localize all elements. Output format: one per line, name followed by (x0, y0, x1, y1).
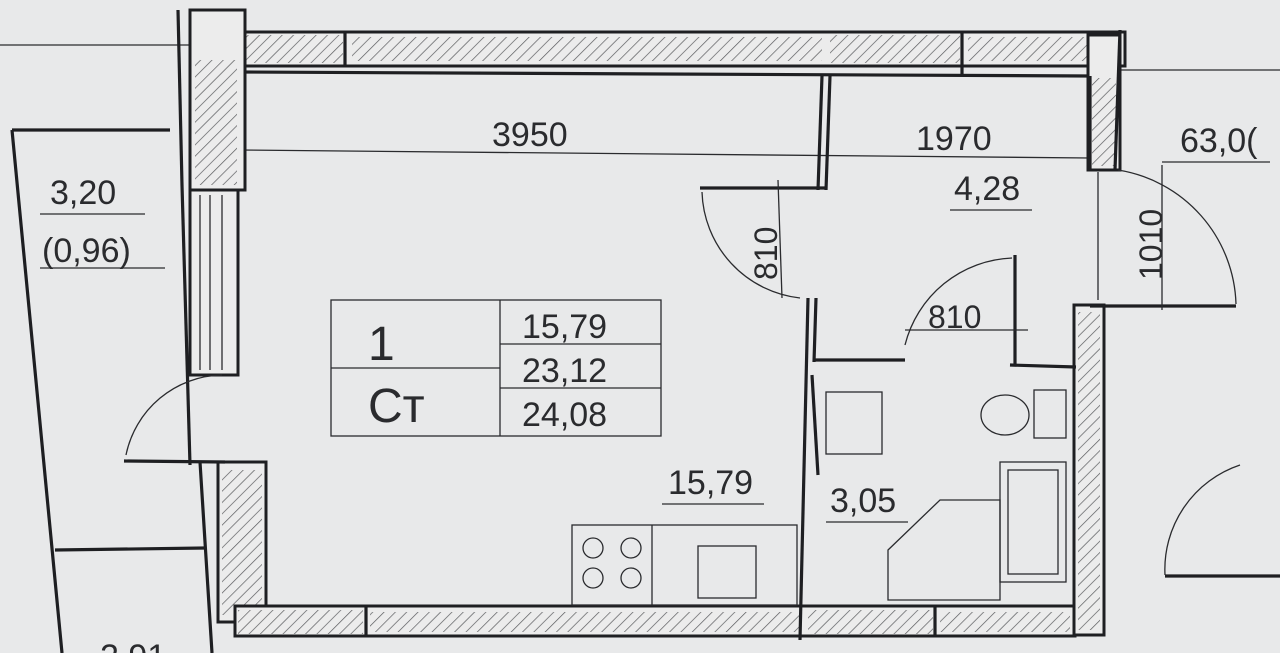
room-area: 15,79 (668, 464, 753, 502)
dimension-door-entrance: 1010 (1133, 209, 1169, 280)
bottom-cut-area: 2,91 (100, 638, 166, 653)
legend-total-with-balcony: 24,08 (522, 396, 607, 434)
kitchen-counter (571, 524, 798, 606)
right-wall (1072, 29, 1237, 637)
legend-type: Ст (368, 380, 425, 433)
bathroom-fixtures (825, 389, 1067, 601)
dimension-door-main: 810 (748, 227, 784, 280)
dimension-door-bath: 810 (928, 299, 981, 335)
bathroom-area: 3,05 (830, 482, 896, 520)
hall-partition (700, 75, 832, 299)
hall-area: 4,28 (954, 170, 1020, 208)
neighbor-area: 63,0( (1180, 122, 1258, 160)
balcony: 3,20 (0,96) (10, 128, 206, 653)
extension-lines (0, 44, 1280, 159)
bottom-wall (233, 604, 1077, 638)
dimension-hall-width: 1970 (916, 120, 992, 158)
neighbor-door-arc (1164, 464, 1241, 576)
balcony-reduced-area: (0,96) (42, 232, 131, 270)
legend-table: 1 Ст 15,79 23,12 24,08 (330, 299, 662, 437)
top-wall (188, 30, 1127, 78)
legend-rooms: 1 (368, 318, 395, 371)
left-lower-wall (123, 374, 268, 653)
bathroom-walls (798, 255, 1077, 641)
left-wall (176, 8, 247, 466)
dimension-main-width: 3950 (492, 116, 568, 154)
legend-total-area: 23,12 (522, 352, 607, 390)
balcony-area: 3,20 (50, 174, 116, 212)
legend-living-area: 15,79 (522, 308, 607, 346)
